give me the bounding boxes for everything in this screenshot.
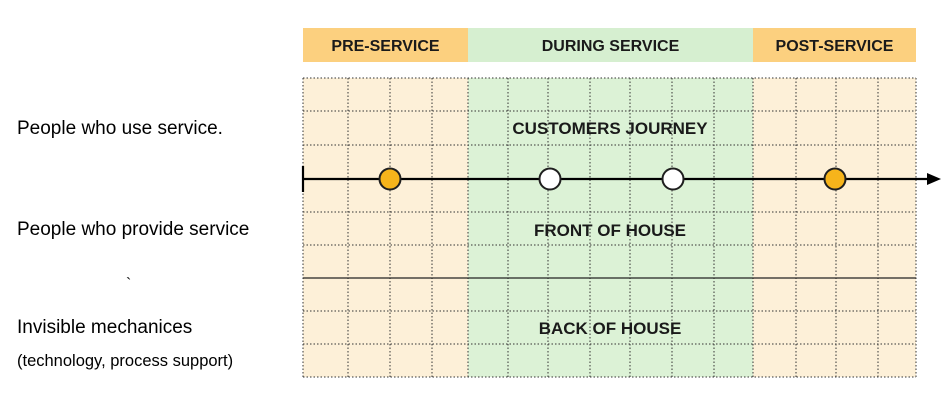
- lane-label-customers: CUSTOMERS JOURNEY: [512, 119, 708, 138]
- phase-header-label-post: POST-SERVICE: [776, 38, 894, 55]
- touchpoint-post-3: [823, 167, 847, 191]
- phase-header-label-during: DURING SERVICE: [542, 38, 680, 55]
- phase-column-pre: [303, 78, 468, 377]
- row-label-people-provide-service: People who provide service: [17, 219, 250, 240]
- timeline-arrowhead: [927, 173, 941, 185]
- lane-label-back: BACK OF HOUSE: [539, 319, 682, 338]
- touchpoint-during-1: [538, 167, 562, 191]
- stray-mark: `: [126, 276, 132, 293]
- phase-header-during: [468, 28, 753, 62]
- touchpoint-during-2: [661, 167, 685, 191]
- row-label-invisible-mechanics-subtitle: (technology, process support): [17, 352, 234, 370]
- phase-header-post: [753, 28, 916, 62]
- row-label-invisible-mechanics: Invisible mechanices: [17, 317, 193, 338]
- phase-header-pre: [303, 28, 468, 62]
- row-label-people-use-service: People who use service.: [17, 118, 223, 139]
- lane-label-front: FRONT OF HOUSE: [534, 221, 686, 240]
- phase-column-during: [468, 78, 753, 377]
- phase-column-post: [753, 78, 916, 377]
- touchpoint-pre-0: [378, 167, 402, 191]
- phase-header-label-pre: PRE-SERVICE: [331, 38, 440, 55]
